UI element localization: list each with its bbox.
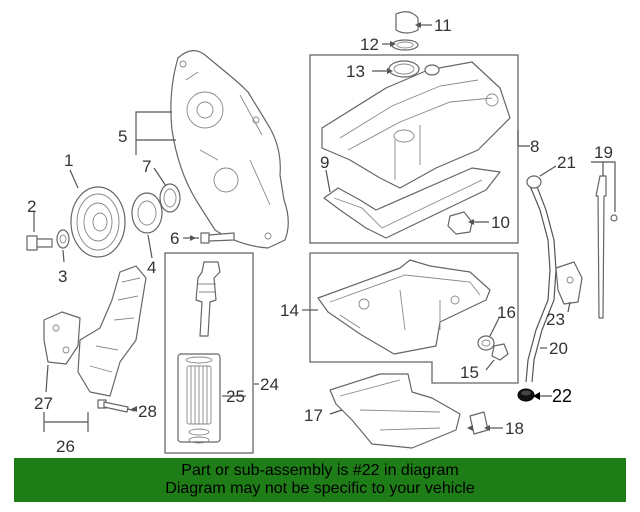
tube-bracket-part[interactable] xyxy=(555,261,583,305)
camshaft-seal-part[interactable] xyxy=(388,60,420,78)
callout-25[interactable]: 25 xyxy=(226,387,245,406)
oil-pan-group-box xyxy=(309,252,519,384)
callout-8[interactable]: 8 xyxy=(530,137,539,156)
callout-21[interactable]: 21 xyxy=(557,153,576,172)
callout-24[interactable]: 24 xyxy=(260,375,279,394)
callout-19[interactable]: 19 xyxy=(594,143,613,162)
crankshaft-pulley-part[interactable] xyxy=(70,186,126,258)
arrowheads xyxy=(131,22,540,431)
callout-5[interactable]: 5 xyxy=(118,127,127,146)
callout-11[interactable]: 11 xyxy=(434,16,452,35)
callout-labels: 1 2 3 4 5 6 7 8 9 10 11 12 13 14 15 16 1… xyxy=(27,16,613,456)
callout-23[interactable]: 23 xyxy=(546,310,565,329)
dipstick-cap-part[interactable] xyxy=(526,175,542,189)
dipstick-tube-part[interactable] xyxy=(525,183,557,383)
callout-27[interactable]: 27 xyxy=(34,394,53,413)
callout-15[interactable]: 15 xyxy=(460,363,479,382)
oil-filter-element-part[interactable] xyxy=(177,353,221,444)
callout-17[interactable]: 17 xyxy=(304,406,323,425)
callout-26[interactable]: 26 xyxy=(56,437,75,456)
oil-cooler-module-part[interactable] xyxy=(77,265,147,397)
oil-cooler-gasket-part[interactable] xyxy=(43,311,81,365)
crankshaft-seal-part[interactable] xyxy=(131,192,163,234)
callout-28[interactable]: 28 xyxy=(138,402,157,421)
timing-cover-part[interactable] xyxy=(170,50,289,249)
leader-lines xyxy=(33,24,616,432)
oil-filler-cap-part[interactable] xyxy=(424,64,440,76)
upper-oil-pan-part[interactable] xyxy=(317,259,491,355)
pulley-bolt-part[interactable] xyxy=(26,235,53,251)
callout-22[interactable]: 22 xyxy=(552,386,572,406)
seal-ring-part-22[interactable] xyxy=(517,388,535,402)
callout-4[interactable]: 4 xyxy=(147,258,156,277)
lower-oil-pan-part[interactable] xyxy=(329,373,461,449)
oil-filter-housing-part[interactable] xyxy=(195,261,221,337)
callout-10[interactable]: 10 xyxy=(491,213,510,232)
callout-7[interactable]: 7 xyxy=(142,157,151,176)
callout-9[interactable]: 9 xyxy=(320,153,329,172)
banner-line-2: Diagram may not be specific to your vehi… xyxy=(165,480,475,497)
callout-18[interactable]: 18 xyxy=(505,419,524,438)
parts-diagram: 1 2 3 4 5 6 7 8 9 10 11 12 13 14 15 16 1… xyxy=(26,11,618,456)
callout-14[interactable]: 14 xyxy=(280,301,299,320)
callout-20[interactable]: 20 xyxy=(549,339,568,358)
front-seal-gasket-part[interactable] xyxy=(159,183,181,213)
sensor-part[interactable] xyxy=(447,211,473,235)
oil-filter-group-box xyxy=(164,252,254,454)
callout-13[interactable]: 13 xyxy=(346,62,365,81)
valve-cover-group-box xyxy=(309,54,519,244)
callout-2[interactable]: 2 xyxy=(27,197,36,216)
valve-cover-gasket-part[interactable] xyxy=(323,167,501,239)
banner-line-1: Part or sub-assembly is #22 in diagram xyxy=(181,462,459,479)
callout-1[interactable]: 1 xyxy=(64,151,73,170)
drain-plug-part[interactable] xyxy=(491,343,509,361)
callout-6[interactable]: 6 xyxy=(170,229,179,248)
cooler-bolt-part[interactable] xyxy=(97,399,129,413)
drain-plug-washer-part[interactable] xyxy=(477,335,495,351)
callout-3[interactable]: 3 xyxy=(58,267,67,286)
pulley-washer-part[interactable] xyxy=(56,229,70,249)
filler-cap-part[interactable] xyxy=(395,11,419,34)
info-banner: Part or sub-assembly is #22 in diagram D… xyxy=(14,458,626,502)
callout-12[interactable]: 12 xyxy=(360,35,379,54)
callout-16[interactable]: 16 xyxy=(497,303,516,322)
oil-dipstick-part[interactable] xyxy=(595,175,618,319)
cover-bolt-part[interactable] xyxy=(200,232,235,244)
filler-cap-seal-part[interactable] xyxy=(391,39,419,51)
